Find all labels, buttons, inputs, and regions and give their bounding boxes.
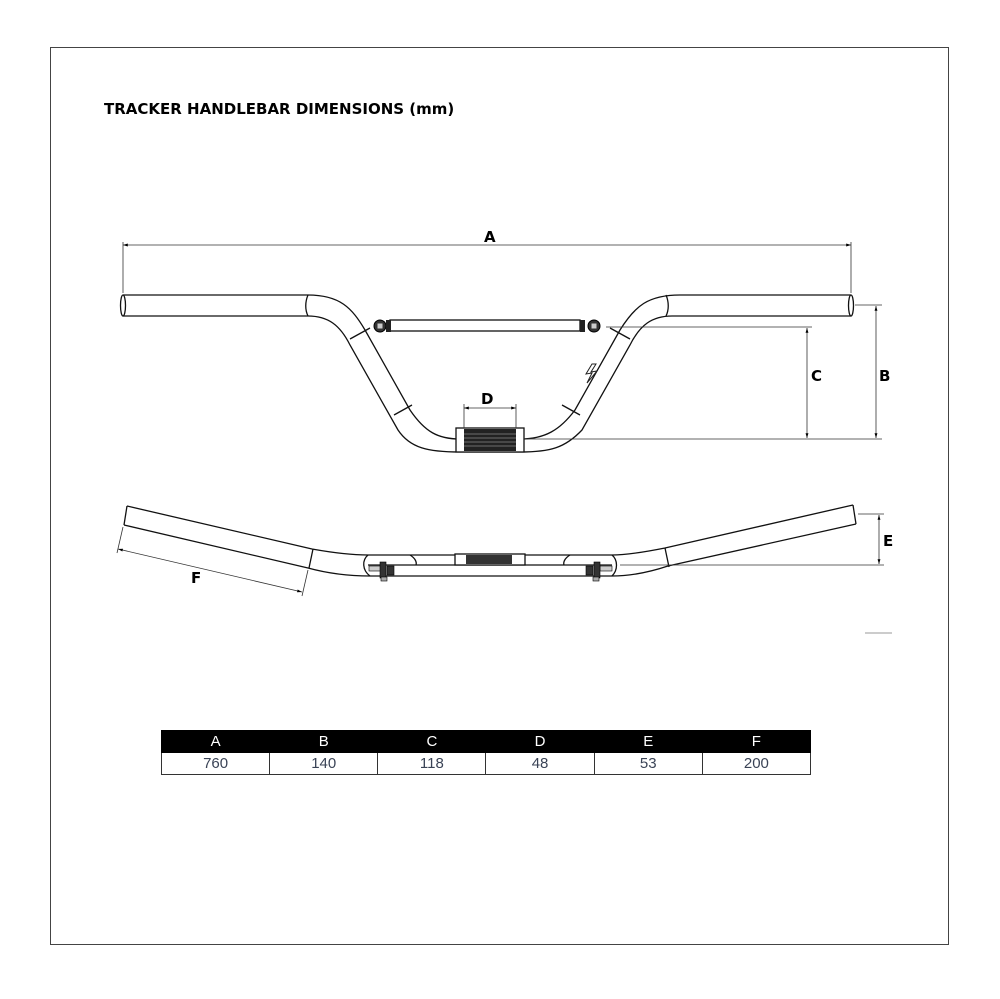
- table-value-a: 760: [160, 752, 271, 775]
- page-title: TRACKER HANDLEBAR DIMENSIONS (mm): [104, 100, 455, 118]
- lightning-bolt-logo-icon: [585, 363, 599, 384]
- dim-label-e: E: [883, 532, 893, 550]
- knurled-clamp: [464, 429, 516, 451]
- side-bolt-left-icon: [368, 561, 395, 582]
- table-value-d: 48: [485, 752, 595, 775]
- table-header-b: B: [269, 730, 379, 753]
- dimensions-table: A B C D E F 760 140 118 48 53 200: [160, 730, 812, 775]
- drawing-frame: [50, 47, 949, 945]
- dim-label-f: F: [191, 569, 201, 587]
- table-header-f: F: [701, 730, 812, 753]
- table-header-d: D: [485, 730, 595, 753]
- dim-label-a: A: [484, 228, 496, 246]
- dim-label-c: C: [811, 367, 822, 385]
- crossbar-bolt-right-icon: [580, 319, 601, 333]
- table-row: 760 140 118 48 53 200: [160, 752, 812, 775]
- table-header-row: A B C D E F: [160, 730, 812, 753]
- front-dimensions: [122, 242, 882, 440]
- table-value-e: 53: [593, 752, 703, 775]
- table-value-b: 140: [269, 752, 379, 775]
- table-header-e: E: [593, 730, 703, 753]
- table-value-c: 118: [377, 752, 487, 775]
- front-view: [119, 294, 855, 453]
- table-header-a: A: [160, 730, 271, 753]
- dim-label-b: B: [879, 367, 890, 385]
- side-dimensions: [116, 513, 892, 634]
- side-bolt-right-icon: [585, 561, 613, 582]
- table-value-f: 200: [701, 752, 812, 775]
- side-knurled-clamp: [466, 555, 512, 564]
- crossbar-bolt-left-icon: [373, 319, 391, 333]
- dim-label-d: D: [481, 390, 493, 408]
- table-header-c: C: [377, 730, 487, 753]
